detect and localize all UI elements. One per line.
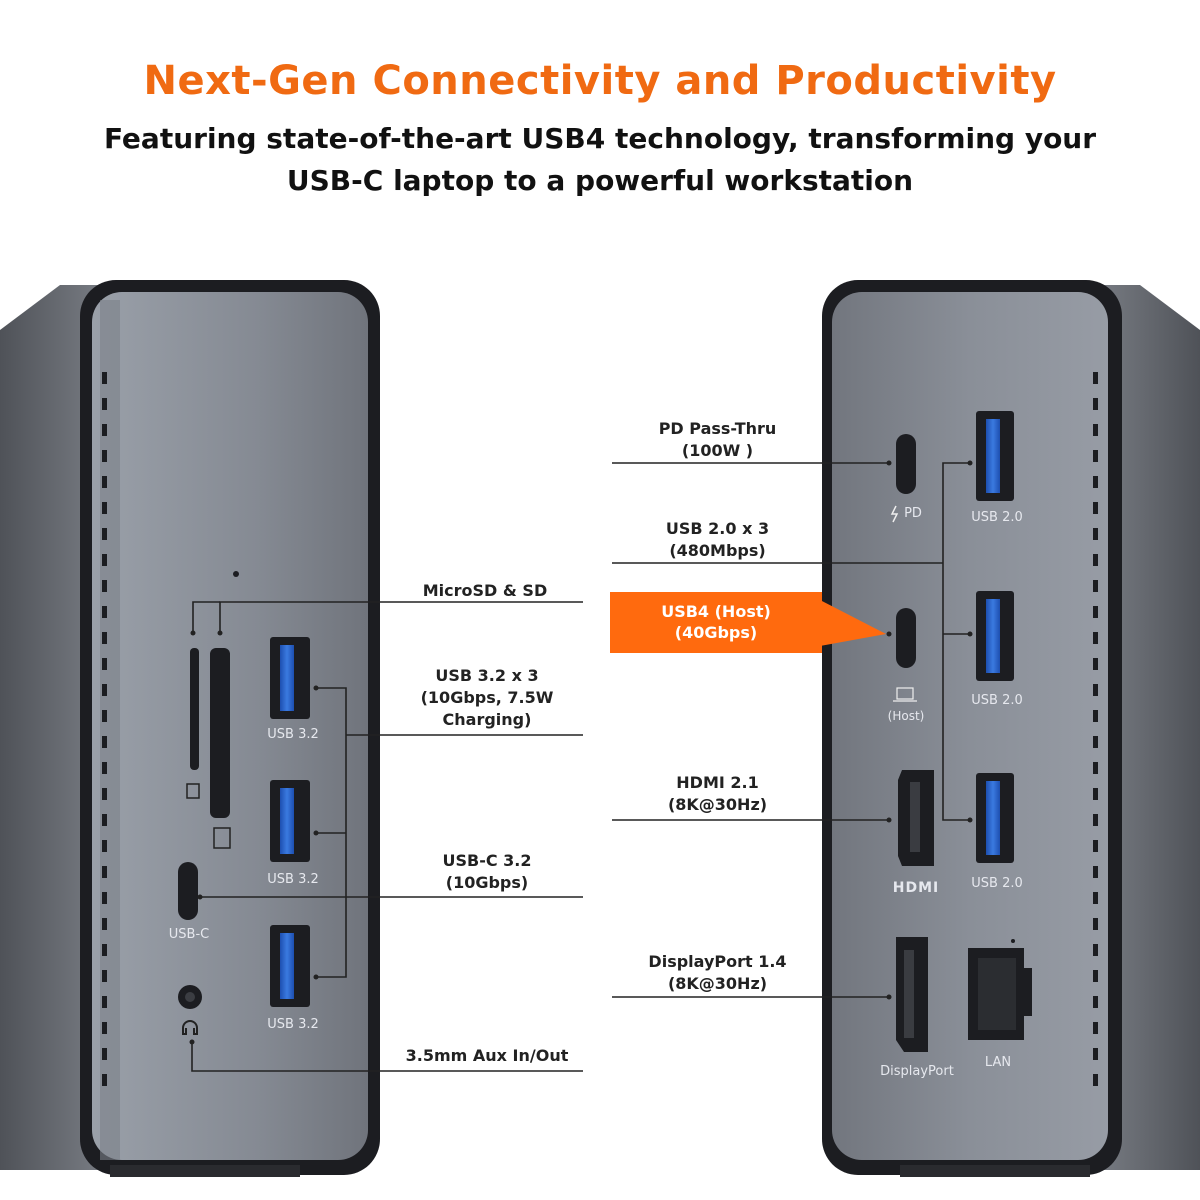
port-label-usb-c: USB-C [168, 927, 210, 942]
displayport-port[interactable] [896, 937, 928, 1052]
label-pd-line1: PD Pass-Thru [658, 419, 777, 438]
microsd-slot[interactable] [190, 648, 199, 770]
port-label-usb20-1: USB 2.0 [971, 510, 1023, 525]
label-hdmi-line2: (8K@30Hz) [667, 795, 768, 814]
label-microsd-sd: MicroSD & SD [422, 581, 548, 600]
label-usb32-line3: Charging) [442, 710, 532, 729]
label-hdmi-group: HDMI 2.1 (8K@30Hz) [625, 772, 810, 816]
left-leader-dots [189, 630, 319, 1045]
usb32-port-2[interactable] [270, 780, 310, 862]
right-dock [822, 280, 1200, 1177]
label-dp-line1: DisplayPort 1.4 [648, 952, 787, 971]
usb32-port-1[interactable] [270, 637, 310, 719]
usb20-port-3[interactable] [976, 773, 1014, 863]
label-displayport-group: DisplayPort 1.4 (8K@30Hz) [620, 951, 815, 995]
label-aux: 3.5mm Aux In/Out [405, 1046, 569, 1065]
port-label-usb32-2: USB 3.2 [267, 872, 319, 887]
label-hdmi-line1: HDMI 2.1 [676, 773, 759, 792]
pd-usb-c-port[interactable] [896, 434, 916, 494]
label-usb32-line1: USB 3.2 x 3 [435, 666, 539, 685]
label-usb4-line2: (40Gbps) [674, 623, 758, 642]
subtitle-line-1: Featuring state-of-the-art USB4 technolo… [103, 122, 1097, 155]
hdmi-port[interactable] [898, 770, 934, 866]
label-dp-line2: (8K@30Hz) [667, 974, 768, 993]
usb20-port-1[interactable] [976, 411, 1014, 501]
port-label-usb32-3: USB 3.2 [267, 1017, 319, 1032]
label-usb20-line1: USB 2.0 x 3 [665, 519, 770, 538]
callout-pointer [820, 600, 886, 646]
usb20-port-2[interactable] [976, 591, 1014, 681]
laptop-icon [896, 687, 914, 700]
port-label-pd: PD [904, 506, 922, 521]
microsd-icon [186, 783, 200, 799]
hdmi-logo: HDMI [892, 880, 940, 896]
right-leader-lines [612, 462, 970, 998]
label-pd-line2: (100W ) [681, 441, 754, 460]
headline: Next-Gen Connectivity and Productivity [143, 58, 1057, 104]
port-label-usb20-3: USB 2.0 [971, 876, 1023, 891]
lan-port[interactable] [968, 939, 1032, 1040]
usb4-host-callout: USB4 (Host) (40Gbps) [610, 592, 822, 653]
port-label-host: (Host) [887, 709, 925, 723]
right-leader-dots [886, 460, 973, 1000]
left-vent-slots [102, 372, 107, 1086]
label-usb4-line1: USB4 (Host) [661, 602, 771, 621]
right-vent-slots [1093, 372, 1098, 1086]
usb32-port-3[interactable] [270, 925, 310, 1007]
label-usb20-line2: (480Mbps) [669, 541, 766, 560]
label-usb20-group: USB 2.0 x 3 (480Mbps) [625, 518, 810, 562]
left-leader-lines [191, 601, 583, 1072]
label-usbc32-line2: (10Gbps) [445, 873, 529, 892]
port-label-displayport: DisplayPort [880, 1064, 954, 1079]
label-usbc32-group: USB-C 3.2 (10Gbps) [392, 850, 582, 894]
label-usb32-line2: (10Gbps, 7.5W [420, 688, 554, 707]
port-label-lan: LAN [984, 1055, 1012, 1070]
subtitle-line-2: USB-C laptop to a powerful workstation [286, 164, 914, 197]
usb-c-port[interactable] [178, 862, 198, 920]
sd-icon [213, 827, 231, 849]
headphone-icon [182, 1020, 198, 1035]
indicator-led [233, 571, 239, 577]
label-pd-group: PD Pass-Thru (100W ) [625, 418, 810, 462]
lightning-icon [890, 505, 899, 523]
left-dock [0, 280, 380, 1177]
usb4-host-port[interactable] [896, 608, 916, 668]
sd-card-slot[interactable] [210, 648, 230, 818]
label-usbc32-line1: USB-C 3.2 [442, 851, 532, 870]
port-label-usb20-2: USB 2.0 [971, 693, 1023, 708]
port-label-usb32-1: USB 3.2 [267, 727, 319, 742]
label-usb32-group: USB 3.2 x 3 (10Gbps, 7.5W Charging) [392, 665, 582, 731]
